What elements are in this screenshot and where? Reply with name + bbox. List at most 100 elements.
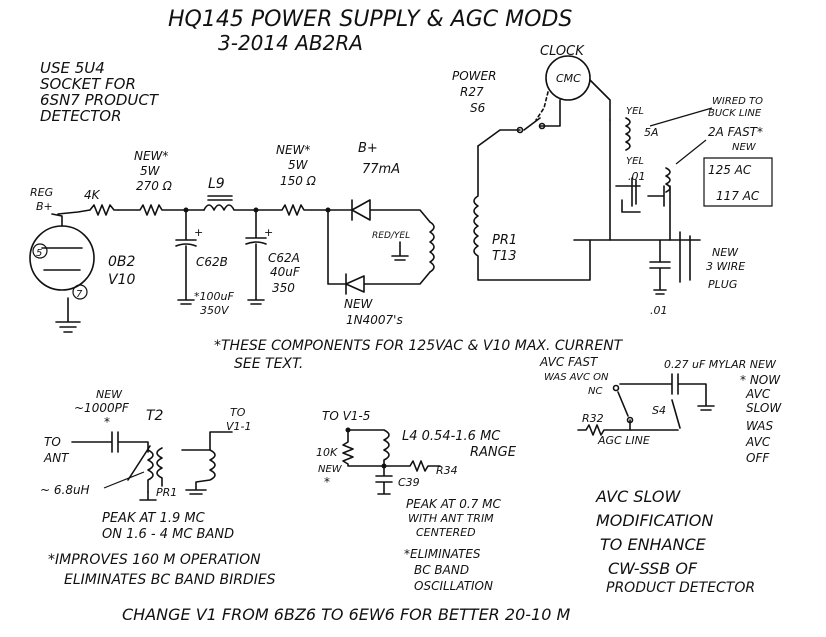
to-ant-label-to: TO [44,435,61,449]
fast-fuse-label: 2A FAST* [708,125,763,139]
clock-label: CLOCK [540,44,585,59]
new-150-label-ohm: 150 Ω [280,174,317,188]
now-label-5: OFF [746,451,770,465]
to-ant-label-ant: ANT [43,451,70,465]
reg-label: REG [30,186,53,199]
socket-note-line-2: SOCKET FOR [40,75,136,93]
new-resistor-label-new: NEW* [134,149,168,163]
capacitor-01-top [615,177,641,213]
now-label-1: AVC [745,387,771,401]
tube-label-v10: V10 [108,272,135,288]
fuse-5a-label: 5A [644,126,659,139]
new-cap-value-label: ~1000PF [74,401,130,415]
now-label-4: AVC [745,435,771,449]
voltage-117: 117 AC [716,189,760,203]
antenna-coil-inductor [156,447,163,487]
avc-fast-label: AVC FAST [539,355,599,369]
tube-pin-7-marker [72,284,88,300]
eliminates-line-1: *ELIMINATES [404,547,481,561]
r34-label: R34 [436,464,458,477]
new-150-label-watt: 5W [288,158,309,172]
new-cap-label-value: *100uF [194,290,234,303]
avc-slow-line-2: MODIFICATION [596,511,713,530]
change-v1-note: CHANGE V1 FROM 6BZ6 TO 6EW6 FOR BETTER 2… [122,605,570,624]
antenna-peak-line-2: ON 1.6 - 4 MC BAND [102,527,234,542]
avc-slow-modification-note: AVC SLOW MODIFICATION TO ENHANCE CW-SSB … [595,487,755,596]
t13-label: T13 [492,249,516,264]
avc-switch-s4 [617,391,629,417]
power-transformer-section: POWER R27 S6 CLOCK CMC PR1 T13 YEL 5A YE… [452,44,773,317]
new-cap-label-voltage: 350V [200,304,230,317]
tube-ground-symbol [55,297,81,333]
avc-slow-line-1: AVC SLOW [595,487,682,506]
power-label: POWER [452,69,496,83]
three-wire-plug [573,231,701,295]
new-plug-label-3wire: 3 WIRE [706,260,745,273]
capacitor-c62a [245,209,267,305]
r32-label: R32 [582,412,604,425]
new-diodes-label-new: NEW [344,297,374,311]
b-plus-current: 77mA [362,162,400,177]
agc-line-label: AGC LINE [597,434,650,447]
pr1-antenna-label: PR1 [156,486,177,499]
c62a-label-value: 40uF [270,265,301,279]
l4-peak-line-3: CENTERED [416,526,476,539]
c39-label: C39 [398,476,420,489]
l4-oscillator-section: TO V1-5 L4 0.54-1.6 MC RANGE 10K NEW * R… [316,409,517,593]
wired-to-label: WIRED TO [712,96,763,107]
mylar-cap-label: 0.27 uF MYLAR NEW [664,358,777,371]
r10k-new-label: NEW [318,464,343,475]
l4-range-word: RANGE [470,445,517,460]
tube-pin-5-marker [32,243,48,259]
c62b-label: C62B [196,255,228,269]
clock-motor-symbol [545,55,591,101]
avc-slow-line-4: CW-SSB OF [608,559,698,578]
avc-slow-line-3: TO ENHANCE [600,535,707,554]
resistor-4k-label: 4K [84,188,101,202]
now-label-2: SLOW [746,401,782,415]
agc-switch-section: AVC FAST WAS AVC ON NC 0.27 uF MYLAR NEW… [539,355,782,465]
c62a-label-voltage: 350 [272,281,295,295]
antenna-coil-section: NEW ~1000PF * T2 TO V1-1 TO ANT ~ 6.8uH … [40,388,252,542]
buck-winding [625,117,631,151]
pr1-label: PR1 [492,233,517,248]
new-plug-label-new: NEW [712,246,739,259]
cap-01-top-label: .01 [628,170,646,183]
tube-pin-7-label: 7 [76,289,83,300]
svg-text:+: + [194,226,203,239]
rectifier-diode-top [351,199,431,223]
socket-note: USE 5U4 SOCKET FOR 6SN7 PRODUCT DETECTOR [40,59,160,125]
inductor-l4 [347,429,390,467]
fast-fuse-new-label: NEW [732,142,757,153]
components-note-line-1: *THESE COMPONENTS FOR 125VAC & V10 MAX. … [214,338,624,354]
r10k-star: * [324,475,330,489]
l4-peak-line-1: PEAK AT 0.7 MC [406,497,501,511]
t2-label: T2 [146,408,164,424]
resistor-r34 [383,460,441,472]
eliminates-line-3: OSCILLATION [414,579,493,593]
rectifier-diode-bottom [345,271,431,295]
socket-note-line-1: USE 5U4 [40,59,105,77]
clock-motor-label: CMC [556,72,581,85]
new-cap-star: * [104,415,110,429]
to-v1-label-to: TO [230,406,246,419]
power-switch-s6 [477,99,561,147]
r10k-label: 10K [316,446,338,459]
new-cap-new-label: NEW [96,388,123,401]
yel-top-label: YEL [626,106,644,117]
voltage-125: 125 AC [708,163,752,177]
capacitor-c39 [375,465,393,495]
capacitor-c62b [175,209,197,305]
cap-01-bottom-label: .01 [650,304,668,317]
was-avc-on-label: WAS AVC ON [544,372,609,383]
l9-label: L9 [208,176,225,192]
new-resistor-label-watt: 5W [140,164,161,178]
l9-core-lines [207,195,233,201]
new-plug-label-plug: PLUG [708,278,737,291]
socket-note-line-3: 6SN7 PRODUCT [40,91,160,109]
tube-pin-5-label: 5 [36,248,42,259]
title-line-1: HQ145 POWER SUPPLY & AGC MODS [168,7,572,32]
antenna-secondary-winding [181,449,216,495]
resistor-r32 [577,419,631,436]
